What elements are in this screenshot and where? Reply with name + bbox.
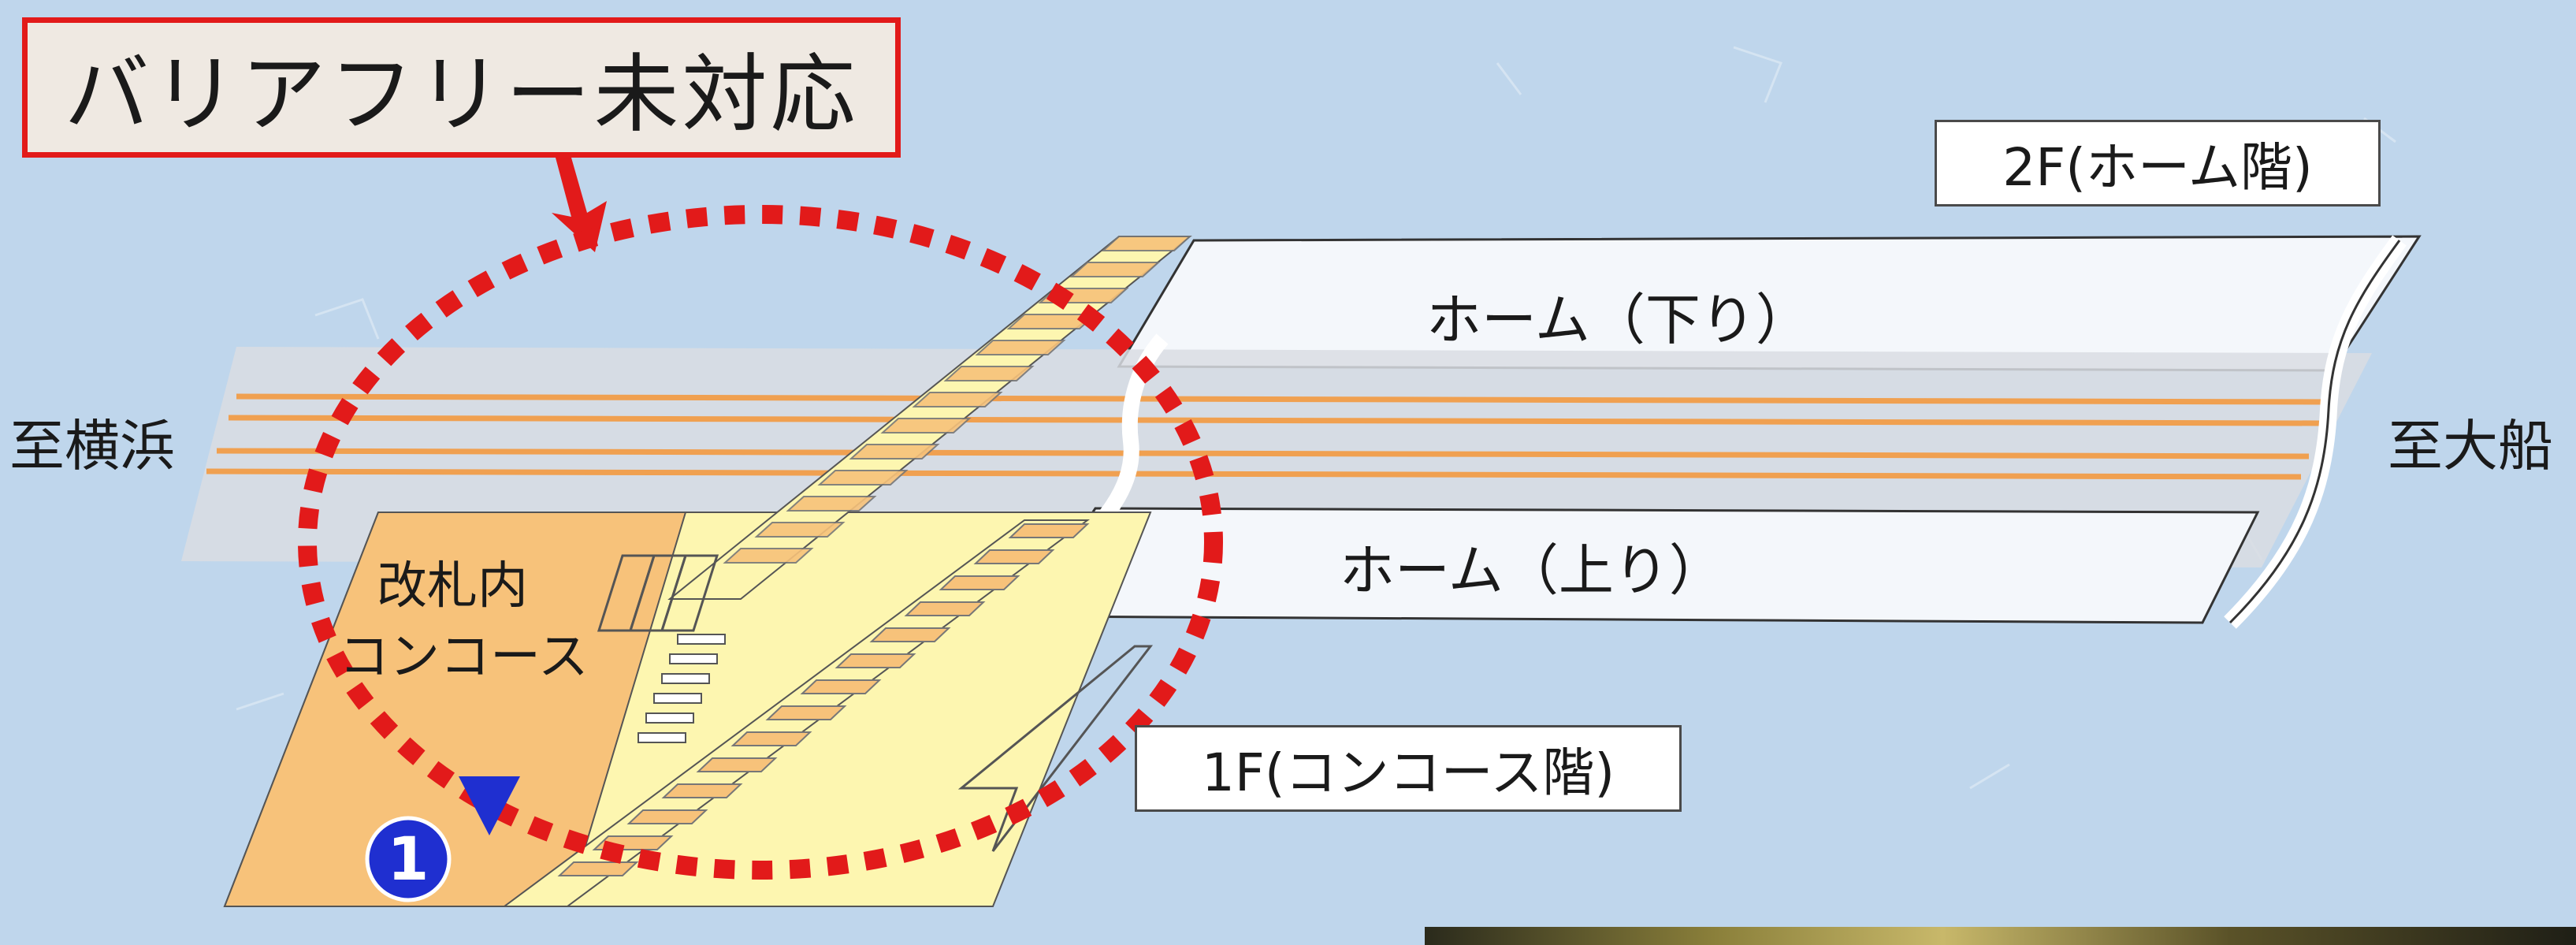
marker-number: 1 bbox=[387, 824, 429, 894]
barrier-free-title: バリアフリー未対応 bbox=[22, 17, 901, 158]
floor-1f-label: 1F(コンコース階) bbox=[1135, 725, 1682, 812]
triangle-marker-icon bbox=[459, 776, 520, 835]
platform-down-label: ホーム（下り） bbox=[1426, 288, 1811, 352]
concourse-label-line2: コンコース bbox=[339, 628, 589, 686]
concourse-stair-marks bbox=[597, 554, 719, 632]
track-rail-1 bbox=[236, 393, 2325, 405]
track-rail-3 bbox=[216, 448, 2310, 459]
photo-edge bbox=[1425, 927, 2576, 945]
concourse-side-steps bbox=[637, 634, 726, 743]
break-mark-right-outline bbox=[2228, 240, 2401, 624]
station-exit-marker bbox=[365, 816, 452, 902]
track-rail-2 bbox=[228, 415, 2321, 426]
stair-steps-upper bbox=[723, 236, 1192, 564]
track-rail-4 bbox=[206, 468, 2302, 480]
platform-up-label: ホーム（上り） bbox=[1340, 538, 1724, 603]
stair-steps-lower bbox=[557, 523, 1090, 876]
direction-ofuna-label: 至大船 bbox=[2388, 414, 2553, 478]
highlight-circle bbox=[298, 205, 1223, 880]
floor-2f-label: 2F(ホーム階) bbox=[1935, 120, 2381, 206]
direction-yokohama-label: 至横浜 bbox=[9, 414, 175, 478]
concourse-label-line1: 改札内 bbox=[377, 557, 528, 616]
